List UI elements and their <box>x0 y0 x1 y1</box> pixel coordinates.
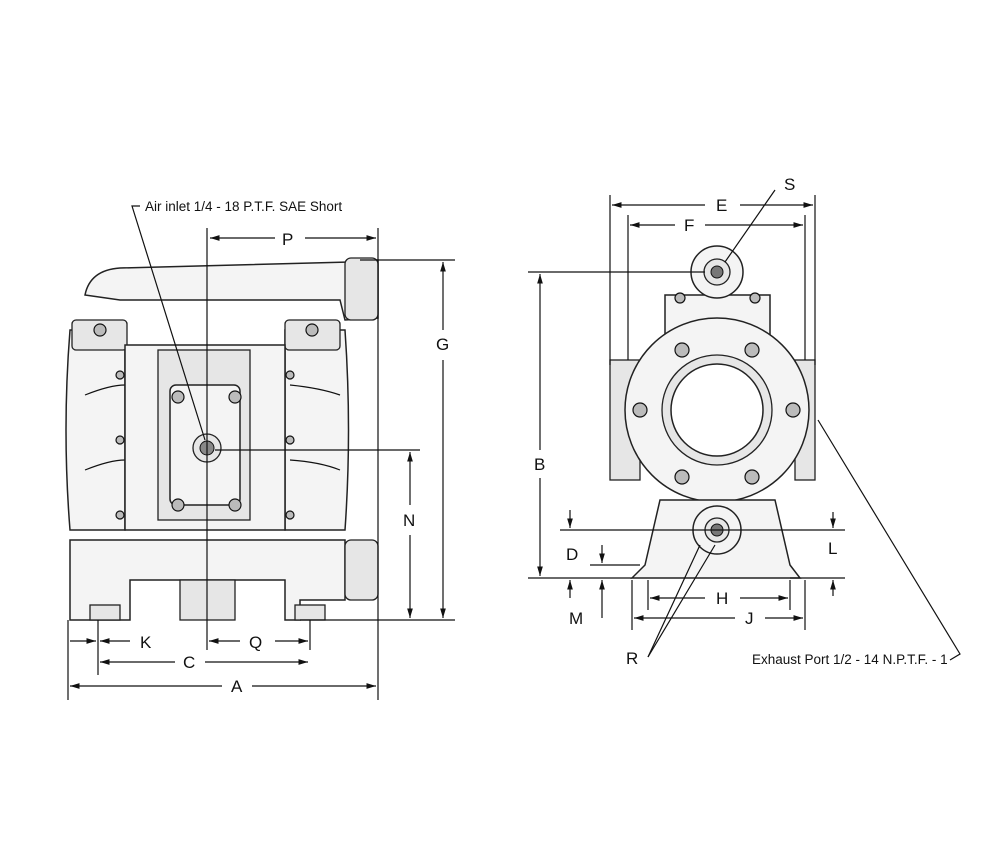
dim-label-r: R <box>626 649 638 668</box>
dim-label-h: H <box>716 589 728 608</box>
front-dimension-lines <box>67 205 455 700</box>
dim-label-a: A <box>231 677 243 696</box>
dim-label-g: G <box>436 335 449 354</box>
dim-label-f: F <box>684 216 694 235</box>
dim-label-l: L <box>828 539 837 558</box>
exhaust-port-note: Exhaust Port 1/2 - 14 N.P.T.F. - 1 <box>752 652 948 667</box>
dim-label-d: D <box>566 545 578 564</box>
dim-label-b: B <box>534 455 545 474</box>
dim-label-s: S <box>784 175 795 194</box>
dim-label-p: P <box>282 230 293 249</box>
dim-label-q: Q <box>249 633 262 652</box>
dim-label-n: N <box>403 511 415 530</box>
pump-side-view <box>609 245 816 579</box>
pump-front-view <box>65 257 379 621</box>
air-inlet-note: Air inlet 1/4 - 18 P.T.F. SAE Short <box>145 199 342 214</box>
dim-label-j: J <box>745 609 754 628</box>
dim-label-e: E <box>716 196 727 215</box>
dimension-labels: P G N K Q C A E F S B D L M H J R <box>140 175 837 696</box>
dim-label-c: C <box>183 653 195 672</box>
dim-label-m: M <box>569 609 583 628</box>
bolts <box>93 323 319 520</box>
side-bolts <box>632 292 801 485</box>
side-dimension-lines <box>528 189 961 661</box>
dim-label-k: K <box>140 633 152 652</box>
